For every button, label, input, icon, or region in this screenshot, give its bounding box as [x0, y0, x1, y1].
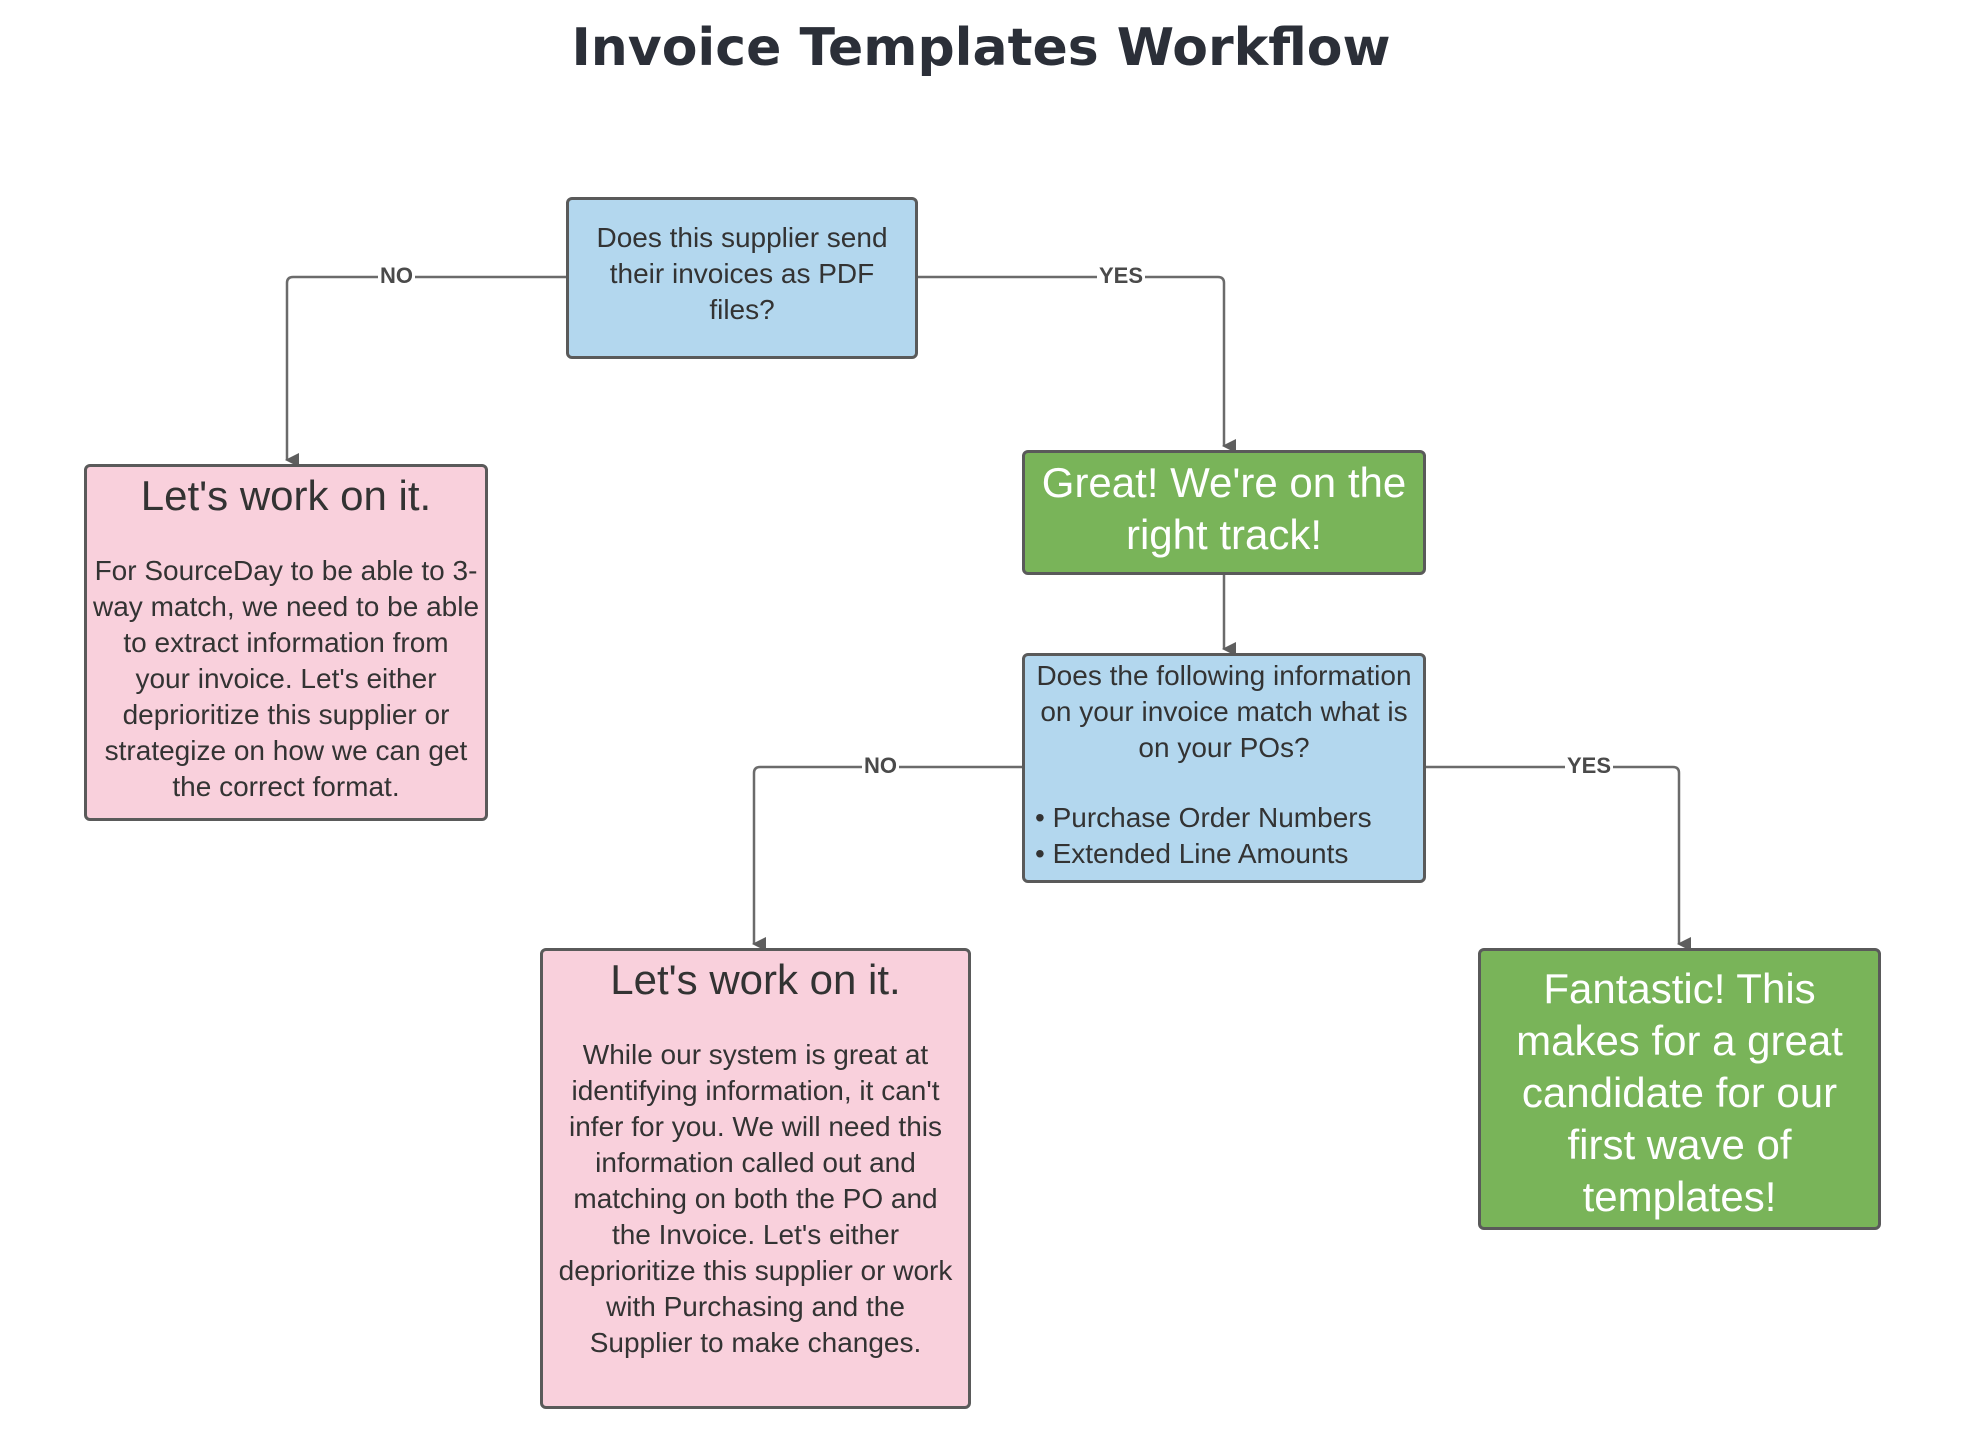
- edge-label-q2-no: NO: [862, 753, 899, 778]
- edge-label-q1-no: NO: [378, 263, 415, 288]
- no-pdf-outcome-node: Let's work on it. For SourceDay to be ab…: [84, 464, 488, 821]
- edge-label-q2-yes: YES: [1565, 753, 1614, 778]
- edge-q1-yes: [918, 275, 1236, 453]
- supplier-pdf-question-node: Does this supplier send their invoices a…: [566, 197, 918, 359]
- edge-q1-no: [285, 275, 566, 467]
- right-track-node: Great! We're on the right track!: [1022, 450, 1426, 575]
- edge-label-q1-yes: YES: [1097, 263, 1146, 288]
- great-candidate-node: Fantastic! This makes for a great candid…: [1478, 948, 1881, 1230]
- no-match-body: While our system is great at identifying…: [558, 1039, 953, 1358]
- invoice-match-question-node: Does the following information on your i…: [1022, 653, 1426, 883]
- no-match-heading: Let's work on it.: [610, 956, 901, 1003]
- no-pdf-body: For SourceDay to be able to 3-way match,…: [93, 555, 480, 802]
- diagram-title: Invoice Templates Workflow: [571, 18, 1391, 78]
- no-match-outcome-node: Let's work on it. While our system is gr…: [540, 948, 971, 1409]
- edge-q2-no: [752, 765, 1023, 951]
- great-candidate-text: Fantastic! This makes for a great candid…: [1516, 965, 1843, 1220]
- required-field-item: Purchase Order Numbers: [1035, 800, 1413, 836]
- edge-q2-yes: [1425, 765, 1691, 951]
- required-field-item: Extended Line Amounts: [1035, 836, 1413, 872]
- supplier-pdf-question-text: Does this supplier send their invoices a…: [596, 222, 888, 325]
- no-pdf-heading: Let's work on it.: [140, 472, 432, 519]
- right-track-text: Great! We're on the right track!: [1041, 459, 1407, 558]
- required-fields-list: Purchase Order Numbers Extended Line Amo…: [1035, 800, 1413, 872]
- invoice-match-question-text: Does the following information on your i…: [1036, 660, 1412, 763]
